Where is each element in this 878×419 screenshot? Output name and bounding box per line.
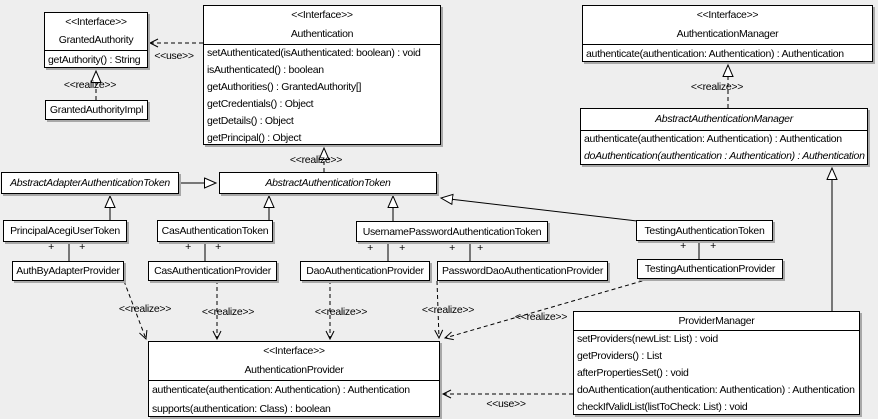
class-name: AuthenticationManager [676, 28, 779, 40]
assoc-plus-passworddao-left: + [449, 242, 455, 254]
class-cas-authentication-token[interactable]: CasAuthenticationToken [157, 220, 273, 242]
class-name: TestingAuthenticationToken [644, 225, 765, 237]
realize-label-daoauthenticationprovider: <<realize>> [314, 306, 368, 318]
class-name: GrantedAuthorityImpl [49, 104, 144, 116]
class-dao-authentication-provider[interactable]: DaoAuthenticationProvider [300, 261, 430, 281]
realize-label-passworddaoauthenticationprovider: <<realize>> [421, 304, 475, 316]
class-name: UsernamePasswordAuthenticationToken [362, 226, 542, 238]
realize-label-authbyadapterprovider: <<realize>> [118, 303, 172, 315]
method-label: authenticate(authentication: Authenticat… [152, 384, 410, 396]
class-granted-authority[interactable]: <<Interface>> GrantedAuthority getAuthor… [44, 12, 148, 68]
class-testing-authentication-token[interactable]: TestingAuthenticationToken [636, 220, 773, 241]
method-label: getCredentials() : Object [207, 98, 314, 110]
realize-label-abstractauthenticationmanager: <<realize>> [690, 81, 744, 93]
class-authentication[interactable]: <<Interface>> Authentication setAuthenti… [203, 5, 441, 145]
class-testing-authentication-provider[interactable]: TestingAuthenticationProvider [637, 259, 783, 279]
use-label-providermanager: <<use>> [486, 398, 526, 410]
assoc-plus-dao-right: + [399, 242, 405, 254]
stereotype-label: <<Interface>> [696, 9, 759, 21]
assoc-plus-dao-left: + [367, 242, 373, 254]
method-label: getAuthorities() : GrantedAuthority[] [207, 81, 362, 93]
method-label: authenticate(authentication: Authenticat… [586, 48, 844, 60]
assoc-plus-passworddao-right: + [477, 242, 483, 254]
class-name: PasswordDaoAuthenticationProvider [441, 265, 604, 277]
class-name: AbstractAuthenticationManager [655, 113, 793, 125]
stereotype-label: <<Interface>> [65, 16, 127, 28]
method-label: supports(authentication: Class) : boolea… [152, 403, 331, 415]
class-authentication-manager[interactable]: <<Interface>> AuthenticationManager auth… [582, 5, 873, 62]
stereotype-label: <<Interface>> [291, 9, 353, 21]
class-authentication-provider[interactable]: <<Interface>> AuthenticationProvider aut… [148, 341, 440, 417]
class-name: AbstractAdapterAuthenticationToken [10, 177, 170, 189]
class-username-password-authentication-token[interactable]: UsernamePasswordAuthenticationToken [356, 221, 548, 242]
class-abstract-authentication-token[interactable]: AbstractAuthenticationToken [219, 172, 437, 194]
use-label-authentication-grantedauthority: <<use>> [154, 50, 194, 62]
method-label: isAuthenticated() : boolean [207, 64, 324, 76]
realize-label-casauthenticationprovider: <<realize>> [201, 306, 255, 318]
class-principal-acegi-user-token[interactable]: PrincipalAcegiUserToken [3, 220, 127, 242]
assoc-plus-cas-right: + [215, 241, 221, 253]
method-label: setAuthenticated(isAuthenticated: boolea… [207, 47, 421, 59]
class-name: PrincipalAcegiUserToken [10, 225, 120, 237]
method-label: setProviders(newList: List) : void [577, 333, 718, 345]
assoc-plus-testing-right: + [710, 240, 716, 252]
method-label: checkIfValidList(listToCheck: List) : vo… [577, 401, 748, 413]
method-label: getDetails() : Object [207, 115, 294, 127]
class-password-dao-authentication-provider[interactable]: PasswordDaoAuthenticationProvider [437, 261, 608, 281]
class-name: Authentication [290, 28, 354, 40]
realize-label-testingauthenticationprovider: <<realize>> [514, 311, 568, 323]
method-label: getPrincipal() : Object [207, 132, 302, 144]
class-name: ProviderManager [678, 315, 755, 327]
class-name: AbstractAuthenticationToken [265, 177, 391, 189]
class-name: AuthByAdapterProvider [16, 265, 120, 277]
method-label: getAuthority() : String [48, 54, 141, 66]
method-label: getProviders() : List [577, 350, 662, 362]
class-provider-manager[interactable]: ProviderManager setProviders(newList: Li… [573, 311, 860, 415]
assoc-plus-principal-right: + [79, 241, 85, 253]
method-label: afterPropertiesSet() : void [577, 367, 689, 379]
realize-label-abstractauthenticationtoken: <<realize>> [289, 154, 343, 166]
method-label: authenticate(authentication: Authenticat… [584, 133, 842, 145]
assoc-plus-testing-left: + [680, 240, 686, 252]
class-auth-by-adapter-provider[interactable]: AuthByAdapterProvider [12, 261, 124, 281]
class-abstract-authentication-manager[interactable]: AbstractAuthenticationManager authentica… [580, 108, 868, 165]
class-name: GrantedAuthority [58, 34, 134, 46]
method-label: doAuthentication(authentication: Authent… [577, 384, 855, 396]
class-name: CasAuthenticationProvider [154, 265, 271, 277]
class-name: AuthenticationProvider [244, 364, 344, 376]
assoc-plus-cas-left: + [185, 241, 191, 253]
stereotype-label: <<Interface>> [263, 345, 325, 357]
class-name: CasAuthenticationToken [161, 225, 269, 237]
realize-label-grantedauthorityimpl: <<realize>> [63, 79, 117, 91]
class-abstract-adapter-authentication-token[interactable]: AbstractAdapterAuthenticationToken [1, 172, 179, 194]
assoc-plus-principal-left: + [48, 241, 54, 253]
class-name: TestingAuthenticationProvider [644, 263, 776, 275]
class-cas-authentication-provider[interactable]: CasAuthenticationProvider [148, 261, 277, 281]
class-name: DaoAuthenticationProvider [306, 265, 424, 277]
method-label: doAuthentication(authentication : Authen… [584, 150, 865, 162]
class-granted-authority-impl[interactable]: GrantedAuthorityImpl [45, 100, 148, 120]
